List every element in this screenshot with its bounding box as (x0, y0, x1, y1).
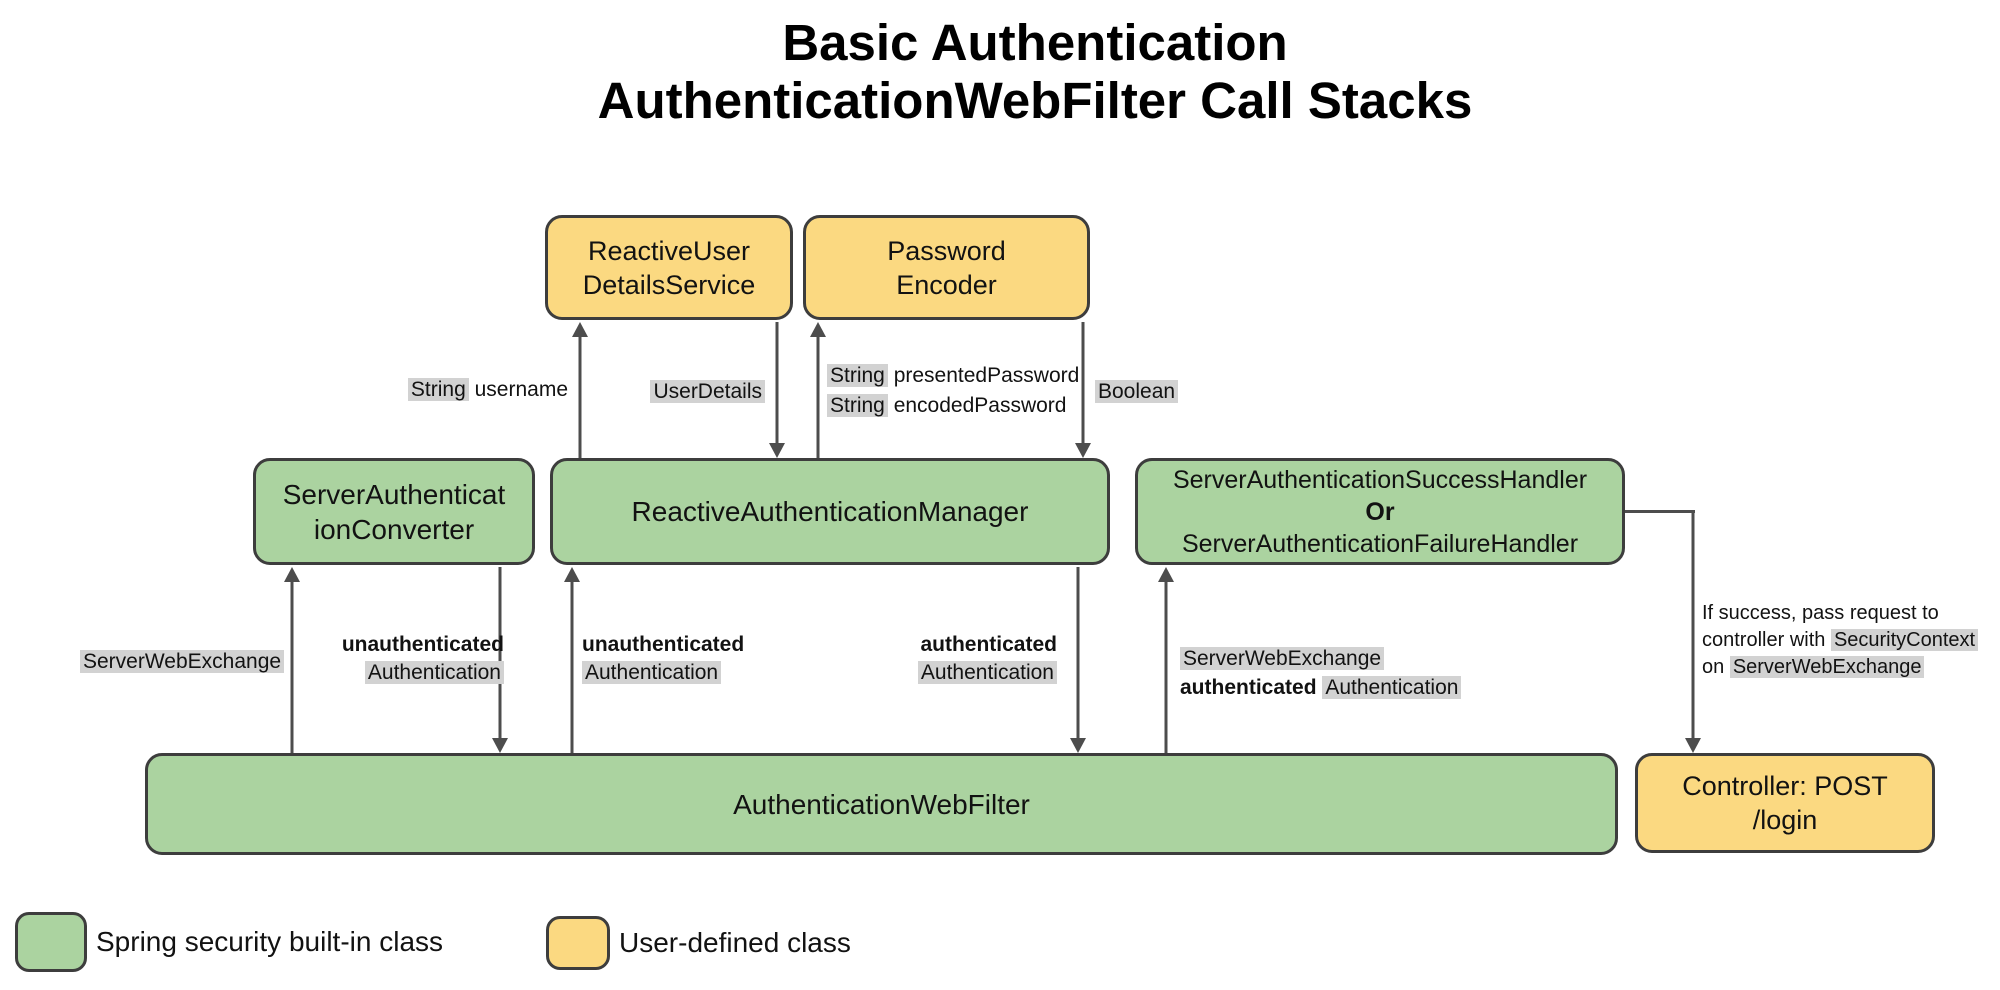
token-serverwebexchange: ServerWebExchange (1729, 656, 1925, 678)
token-string: String (827, 394, 888, 417)
token-authentication: Authentication (917, 661, 1057, 684)
token-serverwebexchange: ServerWebExchange (80, 650, 285, 673)
note-line-3: on (1702, 656, 1730, 678)
token-presented-password: presentedPassword (887, 364, 1080, 387)
label-unauthenticated-converter: unauthenticated Authentication (342, 631, 504, 687)
box-authentication-web-filter: AuthenticationWebFilter (145, 753, 1618, 855)
diagram-title: Basic Authentication AuthenticationWebFi… (70, 14, 2000, 130)
label-if-success-note: If success, pass request to controller w… (1702, 600, 1979, 681)
label-boolean: Boolean (1095, 378, 1179, 406)
box-label: AuthenticationWebFilter (733, 788, 1030, 820)
label-userdetails: UserDetails (650, 378, 765, 406)
arrow-controller-down (1684, 510, 1702, 753)
box-server-authentication-converter: ServerAuthenticat ionConverter (253, 458, 535, 565)
arrow-boolean-down (1074, 322, 1092, 458)
title-line-2: AuthenticationWebFilter Call Stacks (597, 72, 1473, 129)
legend-label-builtin: Spring security built-in class (96, 926, 444, 957)
box-label: Controller: POST (1682, 771, 1888, 801)
token-authenticated: authenticated (1180, 676, 1323, 699)
arrow-head-icon (572, 322, 588, 337)
box-reactive-authentication-manager: ReactiveAuthenticationManager (550, 458, 1110, 565)
box-label: Password (887, 235, 1006, 266)
token-serverwebexchange: ServerWebExchange (1180, 647, 1385, 670)
arrow-unauthenticated-up (563, 567, 581, 753)
token-securitycontext: SecurityContext (1830, 629, 1979, 651)
arrow-head-icon (1158, 567, 1174, 582)
arrow-head-icon (492, 738, 508, 753)
arrow-head-icon (1685, 738, 1701, 753)
box-success-failure-handler: ServerAuthenticationSuccessHandler Or Se… (1135, 458, 1625, 565)
label-passwords: String presentedPassword String encodedP… (827, 361, 1079, 421)
token-string: String (407, 378, 469, 401)
box-label: /login (1752, 805, 1818, 835)
token-username: username (468, 378, 568, 401)
legend-swatch-yellow (546, 916, 610, 970)
legend-label-user-defined: User-defined class (619, 927, 851, 958)
token-authentication: Authentication (364, 661, 504, 684)
label-swe-authenticated: ServerWebExchange authenticated Authenti… (1180, 644, 1462, 702)
arrow-head-icon (810, 322, 826, 337)
arrow-head-icon (284, 567, 300, 582)
box-label: ServerAuthenticat (282, 478, 506, 510)
box-label: ServerAuthenticationSuccessHandler (1172, 465, 1588, 494)
token-authentication: Authentication (1322, 676, 1462, 699)
note-line-2: controller with (1702, 629, 1831, 651)
arrow-unauthenticated-down (491, 567, 509, 753)
label-string-username: String username (407, 376, 568, 404)
box-label-or: Or (1365, 497, 1395, 526)
legend-item-builtin: Spring security built-in class (15, 912, 443, 972)
box-label: ionConverter (313, 513, 475, 545)
box-label: ServerAuthenticationFailureHandler (1181, 529, 1579, 558)
arrow-head-icon (1075, 443, 1091, 458)
box-label: ReactiveAuthenticationManager (631, 496, 1029, 527)
connector-handler-controller (1625, 510, 1695, 513)
box-label: DetailsService (582, 269, 756, 300)
token-userdetails: UserDetails (650, 380, 765, 403)
label-authenticated-manager: authenticated Authentication (917, 631, 1057, 687)
arrow-authenticated-down (1069, 567, 1087, 753)
legend-item-user-defined: User-defined class (546, 916, 851, 970)
legend-swatch-green (15, 912, 87, 972)
arrow-head-icon (769, 443, 785, 458)
title-line-1: Basic Authentication (782, 14, 1288, 71)
box-password-encoder: Password Encoder (803, 215, 1090, 320)
token-authenticated: authenticated (920, 633, 1057, 656)
label-serverwebexchange: ServerWebExchange (80, 648, 285, 676)
arrow-head-icon (1070, 738, 1086, 753)
arrow-authenticated-handler-up (1157, 567, 1175, 753)
arrow-passwords-up (809, 322, 827, 458)
token-string: String (827, 364, 888, 387)
arrow-userdetails-down (768, 322, 786, 458)
arrow-username-up (571, 322, 589, 458)
token-boolean: Boolean (1095, 380, 1179, 403)
token-unauthenticated: unauthenticated (582, 633, 745, 656)
token-authentication: Authentication (582, 661, 722, 684)
label-unauthenticated-manager: unauthenticated Authentication (582, 631, 744, 687)
box-label: Encoder (896, 269, 997, 300)
arrow-serverwebexchange-up (283, 567, 301, 753)
arrow-head-icon (564, 567, 580, 582)
token-unauthenticated: unauthenticated (341, 633, 504, 656)
box-label: ReactiveUser (587, 235, 751, 266)
box-reactive-user-details-service: ReactiveUser DetailsService (545, 215, 793, 320)
box-controller-post-login: Controller: POST /login (1635, 753, 1935, 853)
note-line-1: If success, pass request to (1702, 602, 1939, 624)
token-encoded-password: encodedPassword (887, 394, 1067, 417)
